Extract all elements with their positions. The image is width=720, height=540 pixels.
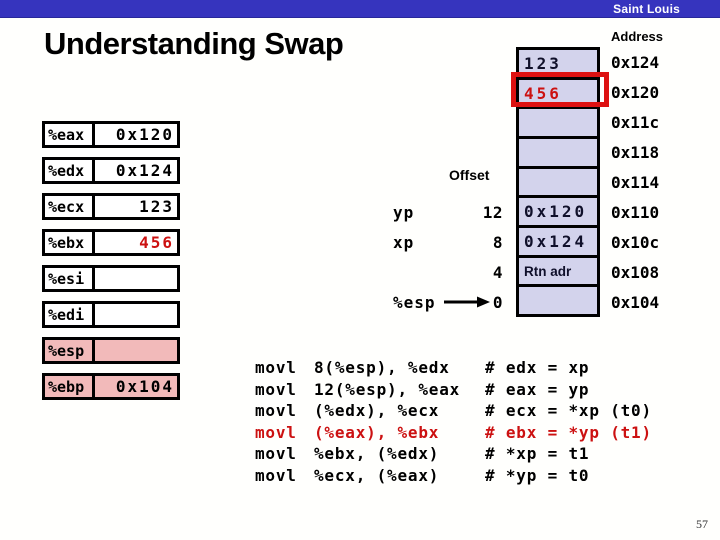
asm-mnemonic: movl	[255, 379, 297, 399]
register-name: %ebx	[45, 232, 95, 253]
asm-line-2: movl 12(%esp), %eax # eax = yp	[255, 379, 652, 401]
asm-mnemonic: movl	[255, 444, 297, 464]
address-column-header: Address	[610, 29, 664, 44]
register-name: %eax	[45, 124, 95, 145]
address-label-0x11c: 0x11c	[611, 112, 660, 132]
asm-operands: (%eax), %ebx	[314, 422, 440, 442]
offset-column-header: Offset	[449, 167, 490, 183]
memory-cell-0x110: 0x120	[519, 198, 597, 229]
offset-row-4: 4	[393, 257, 503, 287]
asm-line-1: movl 8(%esp), %edx # edx = xp	[255, 357, 652, 379]
register-name: %edi	[45, 304, 95, 325]
offset-arg-label: xp	[393, 232, 415, 252]
asm-comment: # ebx = *yp (t1)	[485, 422, 652, 442]
register-name: %esp	[45, 340, 95, 361]
asm-line-3: movl (%edx), %ecx # ecx = *xp (t0)	[255, 400, 652, 422]
register-row-esi: %esi	[42, 265, 180, 292]
address-label-0x10c: 0x10c	[611, 232, 660, 252]
register-row-esp: %esp	[42, 337, 180, 364]
asm-line-4: movl (%eax), %ebx # ebx = *yp (t1)	[255, 422, 652, 444]
asm-operands: 8(%esp), %edx	[314, 358, 450, 378]
register-name: %ecx	[45, 196, 95, 217]
brand-bar: Saint Louis	[0, 0, 720, 18]
memory-cell-0x114	[519, 169, 597, 199]
memory-cell-0x118	[519, 139, 597, 169]
page-number: 57	[696, 517, 708, 531]
address-label-0x118: 0x118	[611, 142, 660, 162]
register-name: %edx	[45, 160, 95, 181]
register-row-edx: %edx 0x124	[42, 157, 180, 184]
register-row-ecx: %ecx 123	[42, 193, 180, 220]
asm-mnemonic: movl	[255, 401, 297, 421]
offset-row-12: yp 12	[393, 197, 503, 227]
memory-cell-0x104	[519, 287, 597, 314]
register-value: 0x120	[115, 125, 174, 144]
offset-row-0: %esp 0	[393, 287, 503, 317]
memory-cell-0x124: 123	[519, 50, 597, 80]
memory-cell-0x120: 456	[519, 80, 597, 110]
register-value: 456	[139, 233, 174, 252]
address-label-0x110: 0x110	[611, 202, 660, 222]
register-value: 0x124	[115, 161, 174, 180]
address-label-0x108: 0x108	[611, 262, 660, 282]
register-row-ebx: %ebx 456	[42, 229, 180, 256]
memory-cell-0x108: Rtn adr	[519, 258, 597, 288]
offset-arg-label: yp	[393, 202, 415, 222]
offset-value: 8	[492, 232, 503, 252]
register-value	[95, 340, 177, 361]
address-label-0x114: 0x114	[611, 172, 660, 192]
memory-cell-0x10c: 0x124	[519, 228, 597, 258]
register-file: %eax 0x120 %edx 0x124 %ecx 123 %ebx 456 %esi %edi…	[42, 121, 180, 409]
offset-row-8: xp 8	[393, 227, 503, 257]
register-value	[95, 304, 177, 325]
register-row-eax: %eax 0x120	[42, 121, 180, 148]
asm-mnemonic: movl	[255, 465, 297, 485]
offset-value: 0	[492, 292, 503, 312]
register-name: %ebp	[45, 376, 95, 397]
asm-operands: (%edx), %ecx	[314, 401, 440, 421]
brand-label: Saint Louis	[613, 1, 680, 16]
asm-line-6: movl %ecx, (%eax) # *yp = t0	[255, 465, 652, 487]
asm-comment: # edx = xp	[485, 358, 590, 378]
register-value	[95, 268, 177, 289]
esp-pointer-label: %esp	[393, 292, 436, 312]
asm-line-5: movl %ebx, (%edx) # *xp = t1	[255, 443, 652, 465]
asm-mnemonic: movl	[255, 358, 297, 378]
slide-title: Understanding Swap	[44, 26, 344, 61]
offset-value: 4	[492, 262, 503, 282]
esp-arrow-icon	[436, 296, 493, 308]
offset-column: yp 12 xp 8 4 %esp 0	[393, 197, 503, 317]
asm-operands: 12(%esp), %eax	[314, 379, 461, 399]
memory-cell-0x11c	[519, 109, 597, 140]
asm-comment: # *xp = t1	[485, 444, 590, 464]
address-label-0x104: 0x104	[611, 292, 660, 312]
register-row-edi: %edi	[42, 301, 180, 328]
asm-comment: # ecx = *xp (t0)	[485, 401, 652, 421]
register-value: 0x104	[95, 376, 177, 397]
asm-mnemonic: movl	[255, 422, 297, 442]
assembly-code-block: movl 8(%esp), %edx # edx = xp movl 12(%esp),…	[255, 357, 652, 486]
asm-comment: # eax = yp	[485, 379, 590, 399]
offset-value: 12	[482, 202, 503, 222]
asm-operands: %ecx, (%eax)	[314, 465, 440, 485]
address-label-0x120: 0x120	[611, 82, 660, 102]
register-value: 123	[139, 197, 174, 216]
asm-comment: # *yp = t0	[485, 465, 590, 485]
address-label-0x124: 0x124	[611, 52, 660, 72]
asm-operands: %ebx, (%edx)	[314, 444, 440, 464]
register-name: %esi	[45, 268, 95, 289]
address-column: 0x124 0x120 0x11c 0x118 0x114 0x110 0x10c 0x108…	[611, 47, 659, 317]
